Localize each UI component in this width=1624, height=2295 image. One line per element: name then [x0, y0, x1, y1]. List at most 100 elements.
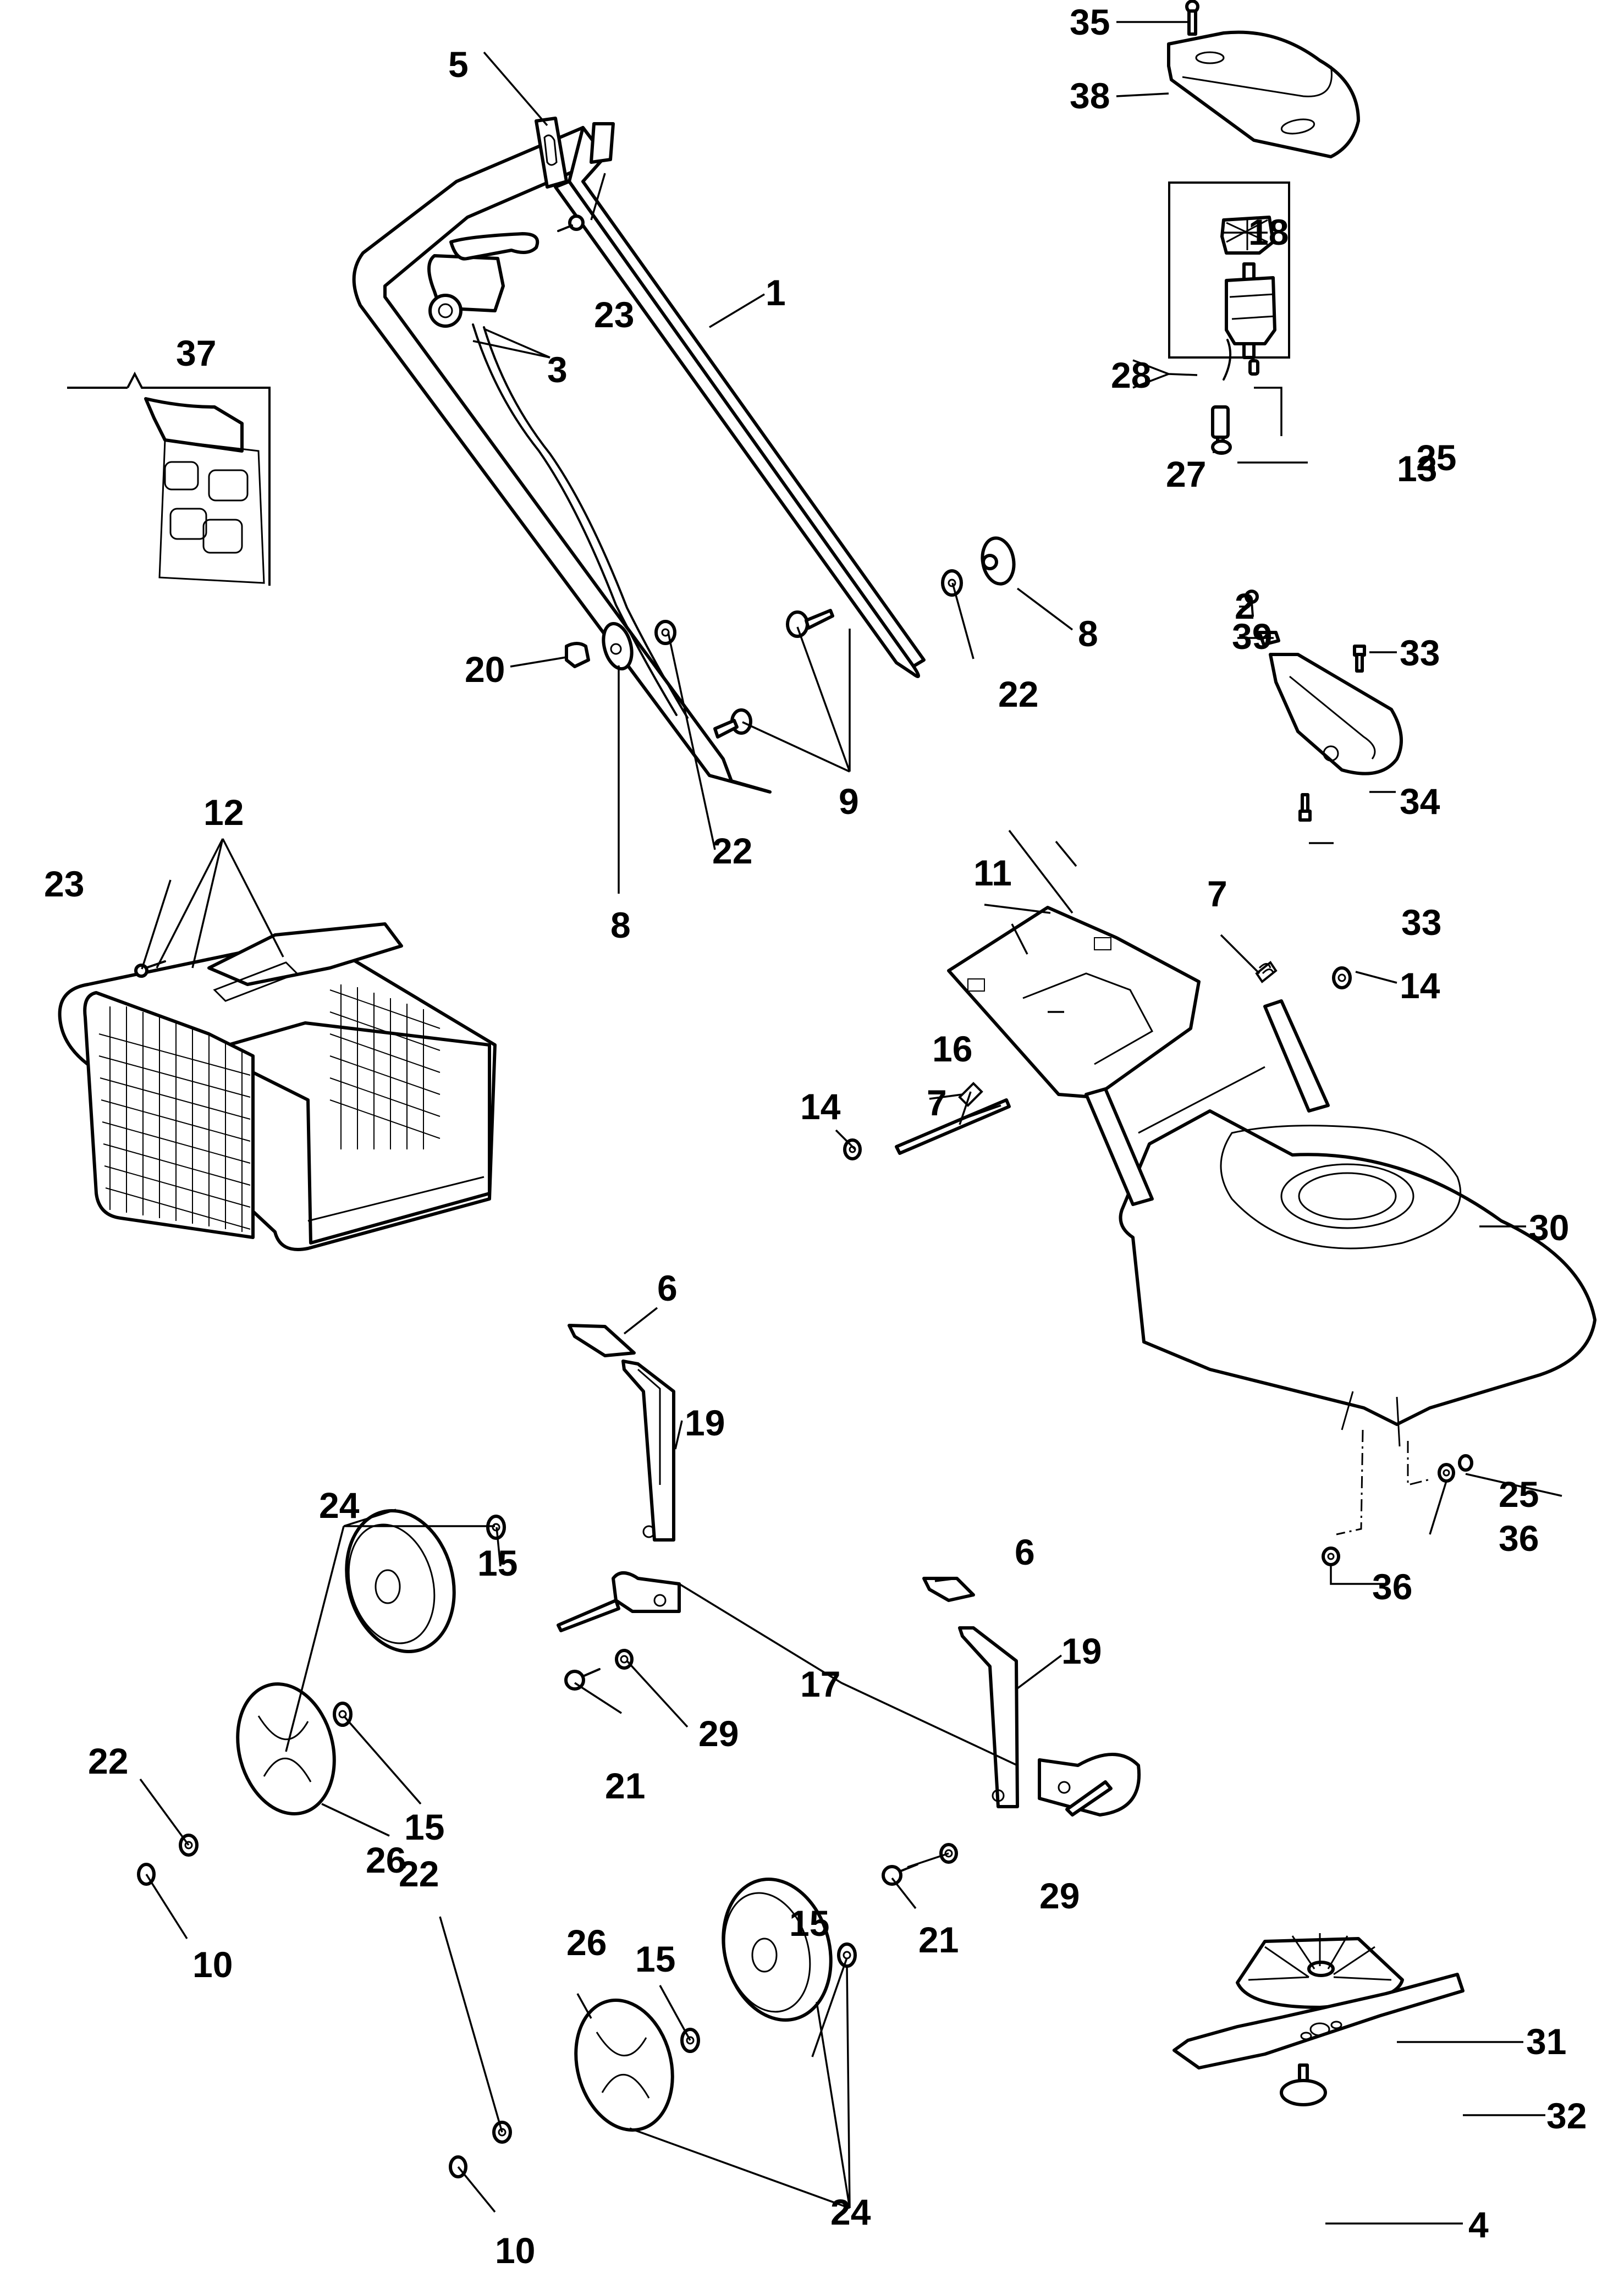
callout-26a: 26	[366, 1840, 406, 1880]
lever-grip-part	[922, 1577, 975, 1602]
capacitor-part	[1211, 339, 1232, 445]
cover-screw-part	[1185, 0, 1199, 36]
callout-10a: 10	[192, 1944, 233, 1985]
callout-28: 28	[1111, 355, 1151, 395]
callout-7b: 7	[927, 1082, 947, 1123]
callout-29b: 29	[1039, 1875, 1080, 1916]
callout-15a: 15	[477, 1543, 518, 1583]
deck-nut-part	[1458, 1454, 1473, 1472]
handle-knob-part	[602, 621, 634, 671]
star-washer-part	[1332, 966, 1352, 989]
callout-6b: 6	[1015, 1532, 1035, 1572]
callout-19a: 19	[685, 1402, 725, 1443]
callout-32: 32	[1546, 2095, 1587, 2136]
callout-21b: 21	[918, 1919, 959, 1960]
callout-26b: 26	[566, 1922, 607, 1963]
callout-2: 2	[1235, 586, 1255, 626]
callout-23a: 23	[594, 294, 634, 335]
cable-clip-part	[565, 642, 590, 668]
callout-15d: 15	[635, 1939, 675, 1979]
switch-lever-part	[427, 232, 689, 719]
callout-5: 5	[448, 44, 469, 85]
callout-13: 13	[1397, 448, 1437, 489]
assembly-line	[1407, 1441, 1430, 1486]
callout-20: 20	[465, 649, 505, 690]
spacer-washer-part	[615, 1649, 634, 1670]
callout-25b: 25	[1499, 1474, 1539, 1515]
callout-6a: 6	[657, 1268, 678, 1308]
handle-bolt-part	[786, 609, 834, 638]
callout-14a: 14	[1400, 965, 1440, 1006]
callout-33b: 33	[1401, 902, 1441, 943]
deck-washer-part	[1438, 1463, 1455, 1483]
deck-washer-part	[1322, 1546, 1340, 1566]
callout-27: 27	[1166, 454, 1206, 494]
callout-23b: 23	[44, 863, 84, 904]
lever-grip-part	[568, 1324, 636, 1357]
cutting-blade-part	[1172, 1973, 1465, 2070]
star-washer-part	[843, 1138, 862, 1160]
callout-31: 31	[1526, 2021, 1566, 2062]
callout-4: 4	[1468, 2204, 1489, 2245]
flap-spring-part	[958, 1082, 983, 1107]
callout-38: 38	[1070, 75, 1110, 116]
motor-bracket-part	[1269, 653, 1403, 775]
callout-12: 12	[203, 792, 244, 833]
callout-25a: 25	[1416, 437, 1456, 478]
callout-7a: 7	[1207, 873, 1227, 914]
bracket-bolt-part	[1353, 645, 1366, 673]
decal-sheet-part	[67, 371, 271, 586]
callout-22c: 22	[88, 1741, 128, 1781]
blade-bolt-part	[1280, 2063, 1327, 2106]
callout-36b: 36	[1372, 1566, 1412, 1607]
callout-34: 34	[1400, 781, 1440, 822]
electric-motor-part	[1225, 262, 1276, 359]
hex-bolt-part	[882, 1863, 918, 1886]
wheel-part	[345, 1509, 456, 1653]
callout-21a: 21	[605, 1765, 645, 1806]
callout-37: 37	[176, 333, 216, 373]
callout-16: 16	[932, 1028, 972, 1069]
handle-knob-part	[981, 536, 1016, 586]
callout-15b: 15	[404, 1807, 444, 1847]
callout-8b: 8	[610, 905, 631, 945]
callout-30: 30	[1529, 1207, 1569, 1248]
callout-18: 18	[1248, 212, 1289, 252]
axle-bracket-part	[1038, 1753, 1141, 1817]
washer-part	[654, 620, 676, 645]
hex-bolt-part	[564, 1668, 601, 1691]
washer-part	[941, 569, 963, 597]
height-lever-part	[958, 1626, 1019, 1808]
callout-10b: 10	[495, 2230, 535, 2271]
flap-spring-part	[1255, 961, 1278, 983]
callout-39: 39	[1232, 616, 1272, 657]
callout-24a: 24	[319, 1485, 360, 1526]
callout-labels: 1 2 3 4 5 6 6 7 7 8 8 9 10 10 11 12 13 1…	[44, 2, 1587, 2271]
callout-3: 3	[547, 349, 568, 390]
mower-deck-part	[1084, 999, 1597, 1447]
callout-22a: 22	[998, 674, 1038, 714]
axle-bracket-part	[557, 1571, 681, 1632]
wheel-bearing-part	[486, 1515, 506, 1540]
bracket-bolt-part	[1298, 793, 1312, 822]
callout-19b: 19	[1061, 1631, 1102, 1671]
callout-8a: 8	[1078, 613, 1098, 654]
handle-bolt-part	[713, 708, 752, 739]
callout-35: 35	[1070, 2, 1110, 42]
grass-catcher-part	[58, 922, 497, 1251]
callout-9: 9	[839, 781, 859, 822]
callout-29a: 29	[698, 1713, 739, 1754]
callout-33a: 33	[1400, 632, 1440, 673]
rear-flap-part	[947, 906, 1201, 1099]
callout-11: 11	[973, 852, 1012, 893]
handle-part	[352, 122, 926, 794]
motor-nut-part	[1211, 439, 1232, 455]
callout-22d: 22	[399, 1853, 439, 1894]
screw-part	[134, 960, 166, 978]
screw-part	[557, 214, 585, 232]
leader-lines	[139, 21, 1562, 2225]
motor-cover-part	[1167, 30, 1360, 158]
screw-part	[1245, 590, 1259, 617]
assembly-line	[1336, 1429, 1364, 1535]
